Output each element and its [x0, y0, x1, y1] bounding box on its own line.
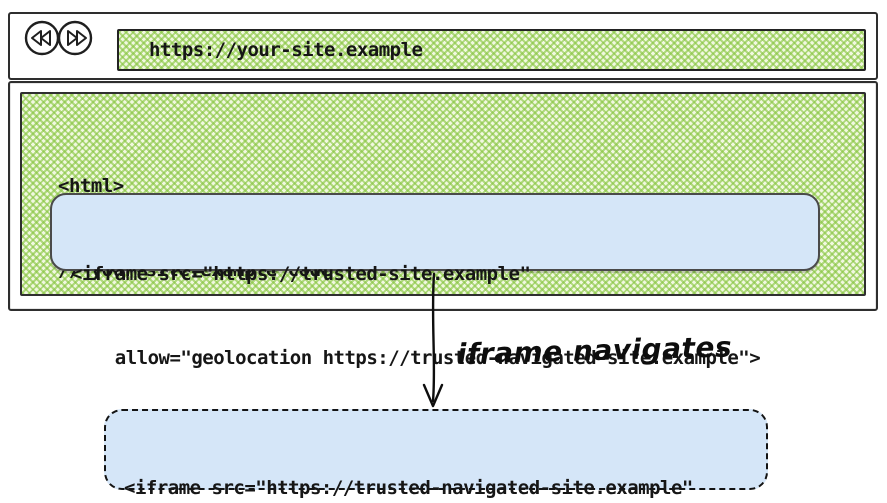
nav-buttons — [24, 20, 93, 56]
back-button[interactable] — [24, 20, 60, 56]
rewind-icon — [31, 30, 51, 46]
browser-toolbar: https://your-site.example — [8, 12, 878, 80]
forward-button[interactable] — [57, 20, 93, 56]
navigated-iframe-code: <iframe src="https://trusted-navigated-s… — [124, 421, 693, 503]
fast-forward-icon — [67, 30, 87, 46]
embedded-iframe-code: <iframe src="https://trusted-site.exampl… — [71, 204, 761, 428]
code-line: <iframe src="https://trusted-site.exampl… — [71, 263, 531, 285]
code-line: <iframe src="https://trusted-navigated-s… — [124, 477, 693, 499]
page-content: <html> // your-site.example code <iframe… — [20, 92, 866, 369]
code-line: <html> — [58, 175, 124, 197]
navigated-iframe-box: <iframe src="https://trusted-navigated-s… — [104, 409, 768, 499]
url-text: https://your-site.example — [149, 39, 423, 61]
embedded-iframe-box: <iframe src="https://trusted-site.exampl… — [50, 193, 820, 369]
url-bar[interactable]: https://your-site.example — [117, 29, 866, 71]
browser-window: <html> // your-site.example code <iframe… — [8, 81, 878, 369]
